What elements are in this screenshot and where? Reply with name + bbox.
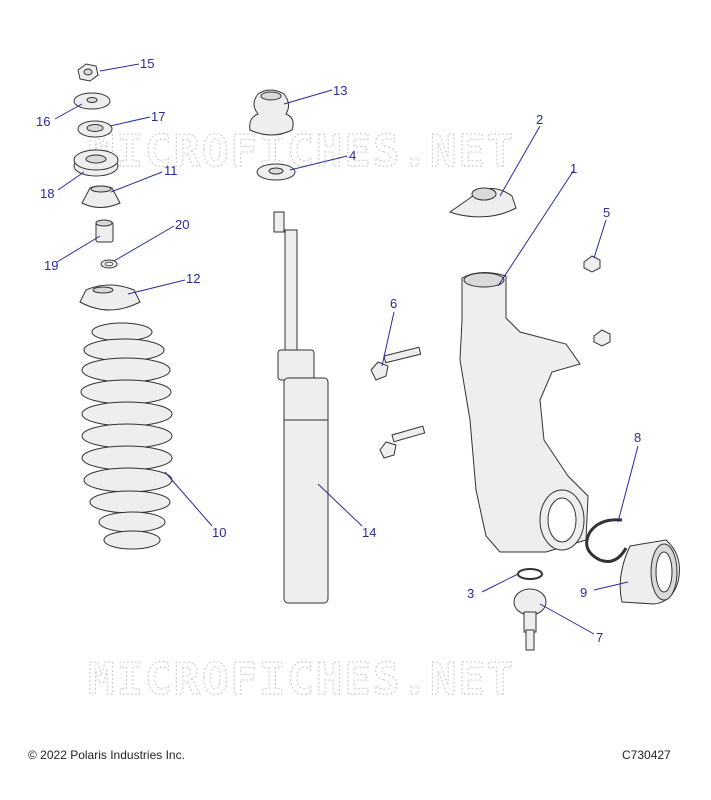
callout-10: 10 (212, 525, 226, 540)
callout-1: 1 (570, 161, 577, 176)
callout-16: 16 (36, 114, 50, 129)
callout-3: 3 (467, 586, 474, 601)
diagram-code: C730427 (622, 748, 671, 762)
part-ball-joint (513, 588, 547, 651)
watermark-top: MICROFICHES.NET (88, 126, 515, 177)
callout-15: 15 (140, 56, 154, 71)
part-bump-stop (249, 89, 294, 136)
part-knuckle-seat (448, 187, 517, 218)
callout-6: 6 (390, 296, 397, 311)
callout-8: 8 (634, 430, 641, 445)
part-washer-shaft (256, 163, 296, 181)
part-nut-right-lower (593, 329, 611, 347)
callout-14: 14 (362, 525, 376, 540)
part-upper-cup (81, 185, 121, 208)
part-retaining-clip (517, 568, 543, 580)
callout-13: 13 (333, 83, 347, 98)
callout-5: 5 (603, 205, 610, 220)
callout-12: 12 (186, 271, 200, 286)
part-bolt-upper (370, 346, 422, 381)
callout-20: 20 (175, 217, 189, 232)
part-o-ring (100, 259, 118, 269)
leader-lines (54, 63, 639, 635)
part-steering-knuckle (459, 272, 589, 553)
callout-17: 17 (151, 109, 165, 124)
part-coil-spring (80, 322, 173, 550)
callout-11: 11 (164, 163, 178, 178)
callout-18: 18 (40, 186, 54, 201)
callout-4: 4 (349, 148, 356, 163)
part-washer-medium (77, 120, 113, 138)
part-wheel-bearing (619, 539, 680, 605)
callout-7: 7 (596, 630, 603, 645)
callout-19: 19 (44, 258, 58, 273)
part-shock-absorber (273, 211, 329, 604)
copyright-notice: © 2022 Polaris Industries Inc. (28, 748, 185, 762)
part-washer-small (73, 92, 111, 110)
part-nut-right-upper (583, 255, 601, 273)
callout-9: 9 (580, 585, 587, 600)
part-bushing (95, 219, 114, 243)
watermark-bottom: MICROFICHES.NET (88, 654, 515, 705)
callouts: 1 2 3 4 5 6 7 8 9 10 11 12 13 14 15 16 1… (36, 56, 641, 645)
callout-2: 2 (536, 112, 543, 127)
part-bolt-lower (379, 425, 426, 459)
part-spring-seat (79, 284, 141, 311)
part-snap-ring (585, 518, 628, 563)
part-bearing-mount (73, 149, 119, 177)
part-nut-top (77, 63, 99, 82)
